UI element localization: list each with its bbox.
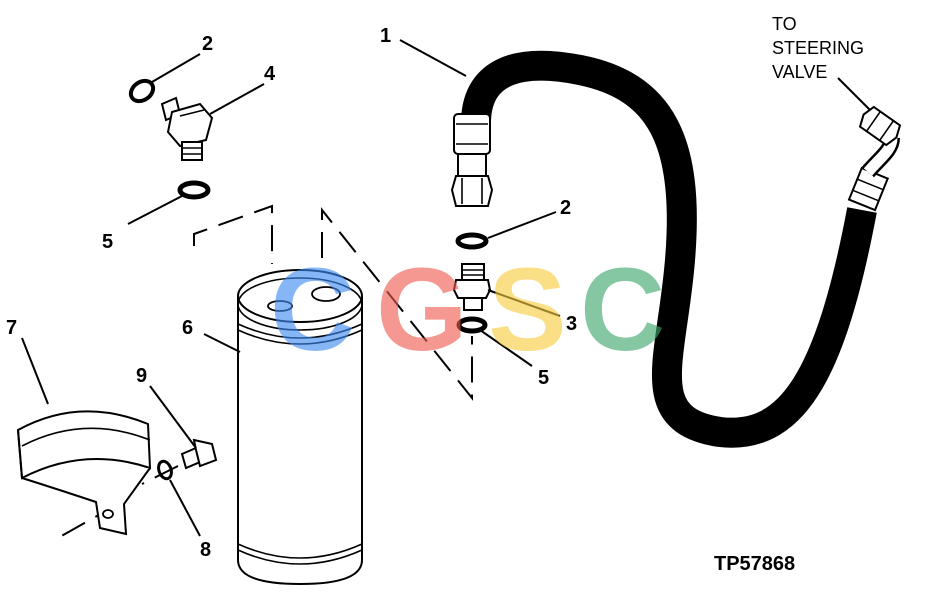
o-ring-right bbox=[455, 232, 489, 250]
watermark-letter-3: S bbox=[488, 244, 567, 376]
elbow-fitting bbox=[160, 96, 214, 161]
watermark: C G S C bbox=[270, 244, 665, 376]
callout-hose: 1 bbox=[380, 25, 391, 47]
callout-clamp: 7 bbox=[6, 317, 17, 339]
washer-small bbox=[157, 459, 173, 481]
adapter bbox=[452, 263, 492, 311]
callout-adapter: 3 bbox=[566, 313, 577, 335]
o-ring-top-left bbox=[128, 78, 156, 104]
figure-id: TP57868 bbox=[714, 553, 795, 575]
clamp bbox=[16, 410, 152, 536]
cap-screw bbox=[180, 438, 218, 470]
callout-cap-screw: 9 bbox=[136, 365, 147, 387]
callout-washer-right: 5 bbox=[538, 367, 549, 389]
receiver-drier bbox=[237, 269, 363, 586]
washer-right bbox=[456, 316, 488, 334]
watermark-letter-2: G bbox=[376, 244, 468, 376]
note-line-2: STEERING bbox=[772, 38, 864, 58]
callout-receiver-drier: 6 bbox=[182, 317, 193, 339]
note-line-3: VALVE bbox=[772, 62, 827, 82]
leader-lines bbox=[21, 39, 871, 537]
watermark-letter-1: C bbox=[270, 244, 355, 376]
callout-washer-small: 8 bbox=[200, 539, 211, 561]
note-line-1: TO bbox=[772, 14, 797, 34]
callout-o-ring-right: 2 bbox=[560, 197, 571, 219]
callout-elbow-fitting: 4 bbox=[264, 63, 276, 85]
callout-washer-left: 5 bbox=[102, 231, 113, 253]
watermark-letter-4: C bbox=[580, 244, 665, 376]
washer-left bbox=[177, 180, 211, 200]
hose bbox=[450, 50, 902, 448]
callout-o-ring-top-left: 2 bbox=[202, 33, 213, 55]
